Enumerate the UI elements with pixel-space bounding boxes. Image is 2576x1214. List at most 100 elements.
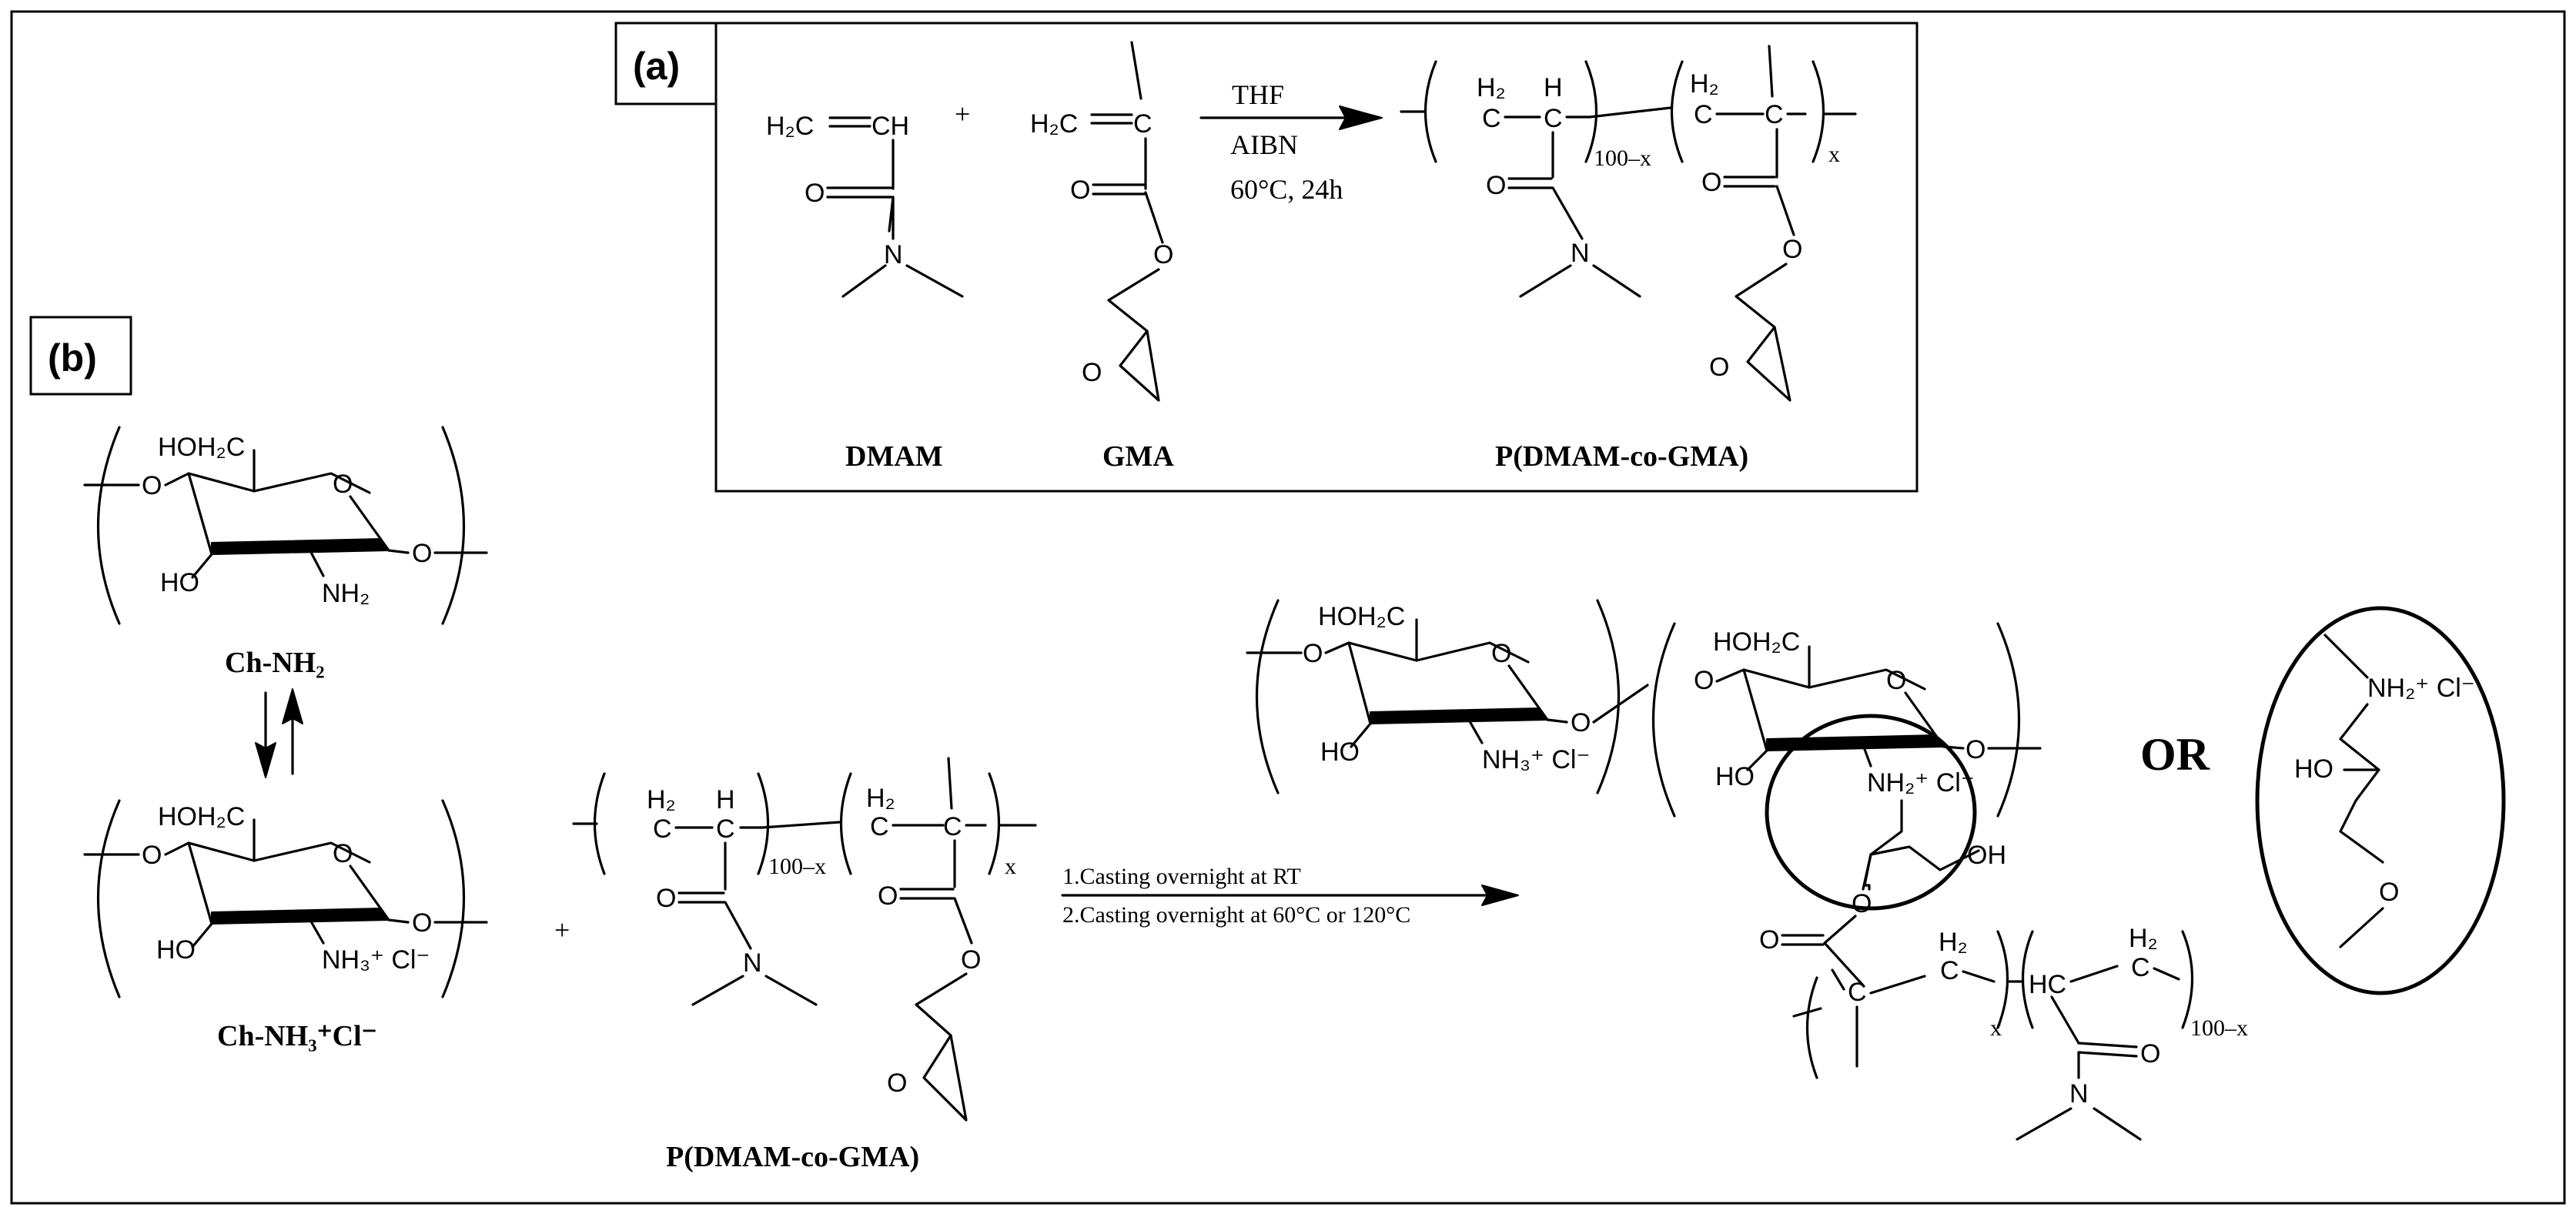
svg-text:O: O [142, 841, 162, 870]
svg-text:O: O [1303, 639, 1323, 668]
svg-text:HO: HO [1715, 762, 1755, 791]
svg-text:NH₃⁺ Cl⁻: NH₃⁺ Cl⁻ [322, 945, 430, 975]
svg-text:O: O [1082, 358, 1102, 387]
svg-text:H₂C: H₂C [766, 112, 814, 141]
svg-text:H₂: H₂ [1477, 73, 1506, 102]
equilibrium-arrows [255, 688, 303, 778]
copolymer-b-name: P(DMAM-co-GMA) [666, 1141, 919, 1173]
svg-text:NH₂⁺ Cl⁻: NH₂⁺ Cl⁻ [2367, 674, 2475, 703]
condition-temp-time: 60°C, 24h [1230, 174, 1343, 205]
svg-text:N: N [1571, 239, 1590, 268]
svg-text:C: C [1544, 104, 1563, 133]
svg-text:O: O [878, 881, 898, 911]
alternative-structure: NH₂⁺ Cl⁻ HO O [2255, 606, 2506, 995]
svg-text:C: C [653, 814, 672, 844]
product-a-name: P(DMAM-co-GMA) [1495, 440, 1748, 473]
gma-structure: H₂C C O O O [1030, 41, 1173, 402]
highlight-ellipse [1765, 714, 1977, 911]
svg-text:N: N [2069, 1079, 2089, 1109]
dmam-structure: H₂C CH O N [766, 112, 964, 298]
panel-a-label: (a) [633, 45, 680, 88]
svg-text:x: x [1990, 1015, 2002, 1041]
plus-a: + [955, 99, 970, 129]
svg-text:H: H [716, 785, 735, 814]
copolymer-product-a: H₂ C H C 100–x O N H₂ C C x O O O [1400, 45, 1857, 402]
crosslinked-product: O O HOH₂C HO NH₃⁺ Cl⁻ O O O HOH₂C HO NH₂… [1246, 599, 2248, 1141]
svg-text:HOH₂C: HOH₂C [158, 802, 245, 831]
svg-text:NH₃⁺ Cl⁻: NH₃⁺ Cl⁻ [1482, 745, 1590, 774]
chitosan-salt-structure: O O HOH₂C HO NH₃⁺ Cl⁻ O [83, 799, 488, 998]
svg-text:x: x [1828, 142, 1840, 167]
svg-text:HO: HO [156, 935, 196, 965]
svg-text:C: C [943, 812, 962, 841]
svg-text:O: O [1701, 168, 1721, 197]
dmam-name: DMAM [845, 440, 943, 473]
panel-b-label-box [29, 316, 132, 396]
svg-text:C: C [1848, 978, 1867, 1007]
svg-text:H₂: H₂ [1690, 69, 1719, 99]
svg-text:O: O [887, 1069, 907, 1098]
svg-text:O: O [412, 908, 432, 938]
condition-solvent: THF [1232, 79, 1284, 110]
svg-text:O: O [1709, 353, 1729, 382]
svg-text:O: O [805, 179, 825, 208]
svg-text:HOH₂C: HOH₂C [1713, 627, 1800, 657]
svg-text:O: O [1759, 925, 1779, 955]
or-label: OR [2140, 729, 2210, 780]
svg-text:O: O [1153, 240, 1173, 269]
step1-text: 1.Casting overnight at RT [1062, 864, 1301, 889]
svg-text:O: O [2379, 878, 2399, 907]
svg-text:O: O [1571, 708, 1591, 737]
svg-text:O: O [1965, 735, 1986, 764]
svg-text:O: O [1491, 639, 1511, 668]
panel-a-label-box [614, 22, 718, 105]
svg-text:NH₂: NH₂ [322, 579, 370, 608]
svg-text:O: O [1486, 171, 1506, 200]
svg-text:N: N [743, 948, 762, 978]
svg-text:O: O [142, 471, 162, 500]
outer-frame [10, 10, 2566, 1205]
svg-text:N: N [884, 240, 903, 269]
svg-text:HO: HO [1320, 737, 1360, 767]
svg-text:NH₂⁺ Cl⁻: NH₂⁺ Cl⁻ [1867, 768, 1975, 798]
svg-text:C: C [2131, 953, 2150, 982]
svg-text:H₂C: H₂C [1030, 109, 1078, 139]
plus-b: + [554, 915, 570, 945]
svg-text:O: O [961, 945, 981, 975]
condition-initiator: AIBN [1230, 129, 1298, 160]
svg-text:HC: HC [2029, 970, 2066, 999]
chitosan-salt-name: Ch-NH₃⁺Cl⁻ [217, 1020, 377, 1052]
panel-b-label: (b) [48, 336, 97, 380]
svg-text:C: C [870, 812, 889, 841]
svg-text:C: C [1694, 100, 1713, 129]
step2-text: 2.Casting overnight at 60°C or 120°C [1062, 902, 1410, 928]
svg-text:O: O [333, 839, 353, 868]
svg-text:O: O [1886, 666, 1906, 695]
svg-text:H₂: H₂ [1939, 928, 1968, 957]
arrow-b [1061, 885, 1519, 906]
svg-text:O: O [1070, 176, 1090, 205]
svg-text:O: O [412, 539, 432, 568]
svg-text:H₂: H₂ [2129, 924, 2158, 953]
arrow-a [1199, 105, 1383, 130]
svg-text:O: O [656, 884, 676, 913]
chitosan-nh2-structure: O O HOH₂C HO NH₂ O [83, 426, 488, 625]
svg-text:H₂: H₂ [866, 784, 895, 813]
svg-text:HOH₂C: HOH₂C [1318, 602, 1405, 631]
svg-text:HO: HO [160, 568, 199, 597]
svg-text:H₂: H₂ [647, 785, 676, 814]
svg-text:H: H [1544, 73, 1563, 102]
svg-text:OH: OH [1967, 841, 2006, 870]
svg-text:CH: CH [871, 112, 909, 141]
svg-text:O: O [2140, 1039, 2160, 1069]
svg-text:HO: HO [2294, 754, 2333, 784]
svg-text:C: C [1940, 956, 1959, 985]
svg-text:C: C [1765, 100, 1784, 129]
svg-text:100–x: 100–x [2190, 1015, 2248, 1041]
svg-text:O: O [1852, 889, 1872, 918]
svg-text:O: O [333, 470, 353, 499]
svg-text:C: C [716, 814, 735, 844]
svg-text:C: C [1482, 104, 1501, 133]
chitosan-nh2-name: Ch-NH₂ [225, 647, 325, 679]
